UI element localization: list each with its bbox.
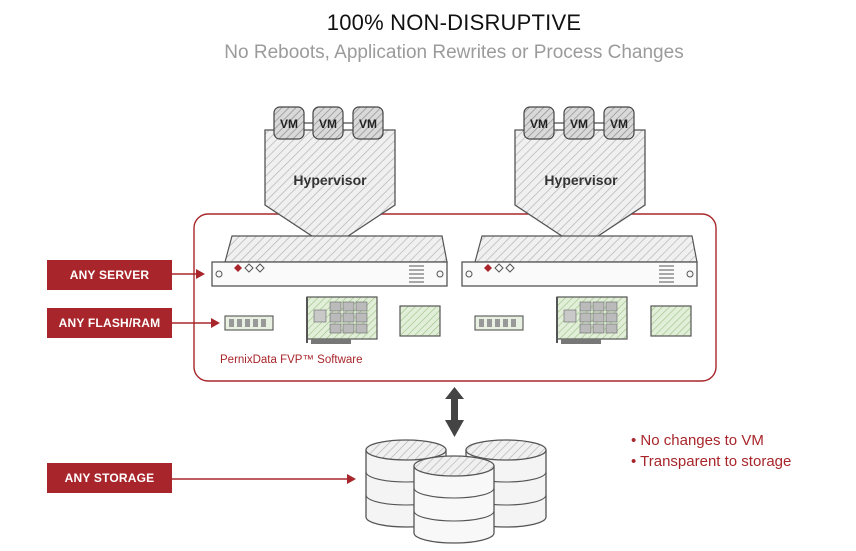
host-1: VM VM VM Hypervisor: [211, 106, 448, 344]
hypervisor-shape-2: [514, 129, 646, 249]
benefits-list: • No changes to VM • Transparent to stor…: [631, 430, 791, 472]
ssd-icon-2: [650, 305, 692, 337]
hypervisor-label: Hypervisor: [293, 172, 367, 188]
hypervisor-label: Hypervisor: [544, 172, 618, 188]
benefit-item: • No changes to VM: [631, 432, 764, 449]
server-pointer-arrow: [172, 269, 205, 279]
bidirectional-arrow-icon: [445, 387, 464, 437]
benefit-item: • Transparent to storage: [631, 453, 792, 470]
vm-label: VM: [359, 117, 377, 131]
storage-pointer-arrow: [172, 474, 356, 484]
software-label: PernixData FVP™ Software: [220, 354, 363, 366]
vm-label: VM: [319, 117, 337, 131]
storage-array-icon: [365, 439, 547, 544]
cluster-boundary: [193, 213, 717, 382]
flash-card-icon-2: [556, 296, 628, 344]
hypervisor-shape-1: [264, 129, 396, 249]
vm-box-2-3: [603, 106, 635, 140]
host-2: VM VM VM Hypervisor: [461, 106, 698, 344]
any-server-tag: ANY SERVER: [47, 260, 172, 290]
any-flash-ram-tag: ANY FLASH/RAM: [47, 308, 172, 338]
page-subtitle: No Reboots, Application Rewrites or Proc…: [224, 42, 684, 63]
server-icon-1: [211, 235, 448, 287]
vm-label: VM: [280, 117, 298, 131]
vm-label: VM: [530, 117, 548, 131]
ram-module-icon-2: [474, 315, 524, 331]
flash-card-icon-1: [306, 296, 378, 344]
flash-pointer-arrow: [172, 318, 220, 328]
any-storage-tag: ANY STORAGE: [47, 463, 172, 493]
server-icon-2: [461, 235, 698, 287]
page-title: 100% NON-DISRUPTIVE: [326, 10, 582, 35]
ssd-icon-1: [399, 305, 441, 337]
ram-module-icon-1: [224, 315, 274, 331]
vm-label: VM: [610, 117, 628, 131]
vm-label: VM: [570, 117, 588, 131]
vm-box-1-3: [352, 106, 384, 140]
